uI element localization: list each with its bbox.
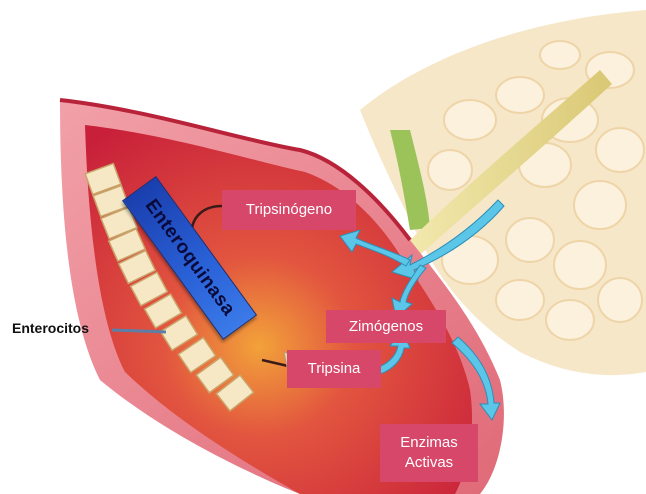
tripsinogeno-label: Tripsinógeno (222, 190, 356, 230)
activas-line: Activas (405, 453, 453, 473)
tripsina-label: Tripsina (287, 350, 381, 388)
enterocitos-label: Enterocitos (12, 320, 89, 336)
zimogenos-label: Zimógenos (326, 310, 446, 343)
enzimas-line: Enzimas (400, 433, 458, 453)
enzimas-activas-label: Enzimas Activas (380, 424, 478, 482)
enterocitos-pointer (112, 330, 166, 332)
